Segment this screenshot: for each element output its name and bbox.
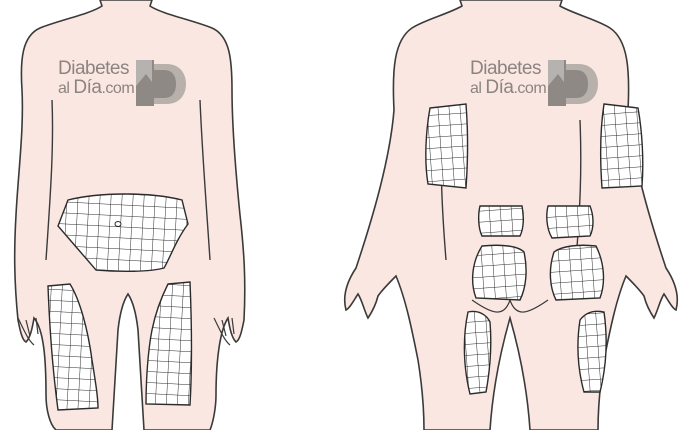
back-view-figure: Diabetes al Día.com <box>342 0 685 430</box>
brand-line2-main: Día <box>485 77 513 98</box>
brand-line2-suffix: .com <box>513 80 546 97</box>
back-right-lower-back-injection-zone <box>547 206 593 238</box>
brand-d-mark-icon <box>136 60 186 106</box>
brand-line2-main: Día <box>73 77 101 98</box>
back-left-upper-arm-injection-zone <box>426 104 468 188</box>
brand-d-mark-icon <box>548 60 598 106</box>
back-left-buttock-injection-zone <box>473 245 526 300</box>
brand-line2-suffix: .com <box>101 80 134 97</box>
brand-line2-prefix: al <box>470 80 481 97</box>
back-right-buttock-injection-zone <box>550 245 603 300</box>
brand-logo-front: Diabetes al Día.com <box>58 58 186 110</box>
brand-line2: al Día.com <box>470 77 546 99</box>
brand-line2: al Día.com <box>58 77 134 99</box>
back-left-thigh-injection-zone <box>464 311 490 394</box>
brand-logo-back: Diabetes al Día.com <box>470 58 598 110</box>
navel-mark <box>115 222 121 227</box>
brand-line2-prefix: al <box>58 80 69 97</box>
back-left-lower-back-injection-zone <box>479 206 524 236</box>
back-right-thigh-injection-zone <box>578 311 606 392</box>
back-right-upper-arm-injection-zone <box>601 104 643 188</box>
front-view-figure: Diabetes al Día.com <box>0 0 342 430</box>
